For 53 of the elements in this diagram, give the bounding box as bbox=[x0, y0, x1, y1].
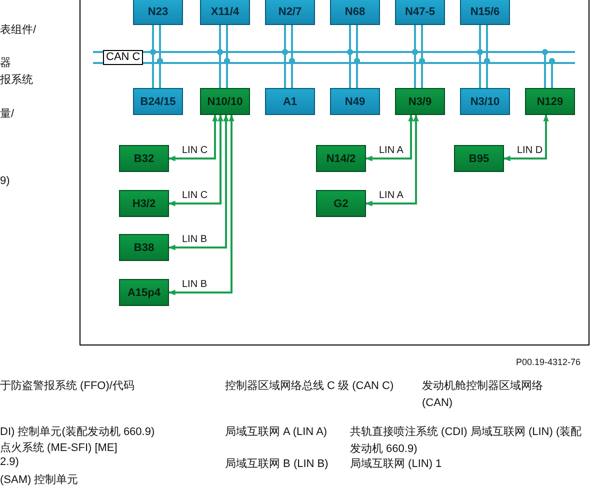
legend-text: 局域互联网 B (LIN B) bbox=[225, 457, 328, 471]
legend-text: 共轨直接喷注系统 (CDI) 局域互联网 (LIN) (装配发动机 660.9) bbox=[350, 424, 583, 457]
module-box: A1 bbox=[265, 88, 315, 115]
edge-label: LIN B bbox=[181, 234, 208, 244]
module-box: A15p4 bbox=[119, 279, 169, 306]
legend-text: DI) 控制单元(装配发动机 660.9) bbox=[0, 425, 155, 439]
edge-label: LIN D bbox=[516, 144, 544, 156]
legend-text: 2.9) bbox=[0, 456, 19, 468]
legend-text: 发动机舱控制器区域网络 (CAN) bbox=[422, 379, 544, 411]
legend-text: 量/ bbox=[0, 107, 14, 121]
module-box: N68 bbox=[330, 0, 380, 25]
arrow bbox=[365, 114, 419, 206]
module-box: N15/6 bbox=[460, 0, 510, 25]
edge-label: LIN C bbox=[181, 190, 209, 200]
arrow bbox=[168, 114, 229, 250]
legend-text: 9) bbox=[0, 175, 10, 187]
legend-text: 局域互联网 (LIN) 1 bbox=[350, 457, 442, 471]
legend-text: 控制器区域网络总线 C 级 (CAN C) bbox=[225, 379, 394, 393]
legend-text: 器 bbox=[0, 56, 11, 70]
legend-text: 报系统 bbox=[0, 72, 33, 87]
module-box: N2/7 bbox=[265, 0, 315, 25]
arrow bbox=[365, 114, 414, 162]
module-box: G2 bbox=[316, 190, 366, 217]
edge-label: LIN A bbox=[378, 144, 404, 156]
module-box: B32 bbox=[119, 145, 169, 172]
arrow bbox=[168, 114, 218, 162]
edge-label: LIN C bbox=[181, 144, 209, 156]
module-box: N10/10 bbox=[200, 88, 250, 115]
module-box: N14/2 bbox=[316, 145, 366, 172]
arrow bbox=[168, 114, 234, 296]
arrow bbox=[168, 114, 224, 206]
module-box: X11/4 bbox=[200, 0, 250, 25]
module-box: N3/9 bbox=[395, 88, 445, 115]
legend-text: 表组件/ bbox=[0, 23, 36, 37]
module-box: N47-5 bbox=[395, 0, 445, 25]
arrow bbox=[503, 114, 549, 162]
edge-label: LIN A bbox=[378, 190, 404, 200]
legend-text: 点火系统 (ME-SFI) [ME] bbox=[0, 440, 118, 455]
legend-text: 局域互联网 A (LIN A) bbox=[225, 425, 328, 439]
module-box: N129 bbox=[525, 88, 575, 115]
bus-label: CAN C bbox=[103, 50, 144, 65]
legend-text: 于防盗警报系统 (FFO)/代码 bbox=[0, 378, 134, 393]
bus-line bbox=[93, 51, 575, 64]
module-box: B38 bbox=[119, 234, 169, 261]
legend-text: (SAM) 控制单元 bbox=[0, 473, 78, 487]
module-box: B95 bbox=[454, 145, 504, 172]
edge-label: LIN B bbox=[181, 278, 208, 290]
figure-code: P00.19-4312-76 bbox=[516, 357, 581, 367]
module-box: B24/15 bbox=[133, 88, 183, 115]
module-box: N49 bbox=[330, 88, 380, 115]
module-box: H3/2 bbox=[119, 190, 169, 217]
module-box: N23 bbox=[133, 0, 183, 25]
module-box: N3/10 bbox=[460, 88, 510, 115]
